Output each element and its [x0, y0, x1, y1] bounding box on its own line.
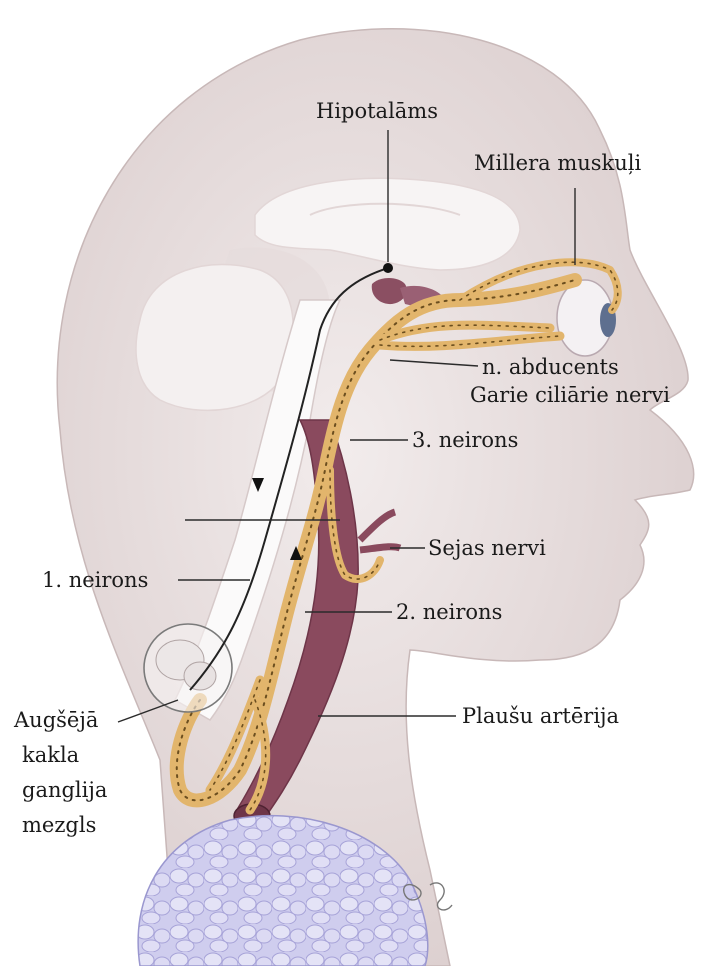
label-hypothalamus: Hipotalāms [316, 99, 438, 123]
label-abducens: n. abducents [482, 355, 619, 379]
label-muller-muscle: Millera muskuļi [474, 151, 641, 175]
label-superior-cervical-1: Augšējā [13, 708, 98, 732]
label-superior-cervical-3: ganglija [22, 778, 107, 802]
label-first-neuron: 1. neirons [42, 568, 148, 592]
label-pulmonary-artery: Plaušu artērija [462, 704, 619, 728]
label-superior-cervical-2: kakla [22, 743, 79, 767]
hypothalamus-dot [383, 263, 393, 273]
cerebellum [136, 264, 293, 410]
label-facial-nerves: Sejas nervi [428, 536, 546, 560]
label-second-neuron: 2. neirons [396, 600, 502, 624]
label-third-neuron: 3. neirons [412, 428, 518, 452]
label-superior-cervical-4: mezgls [22, 813, 96, 837]
label-long-ciliary: Garie ciliārie nervi [470, 383, 670, 407]
